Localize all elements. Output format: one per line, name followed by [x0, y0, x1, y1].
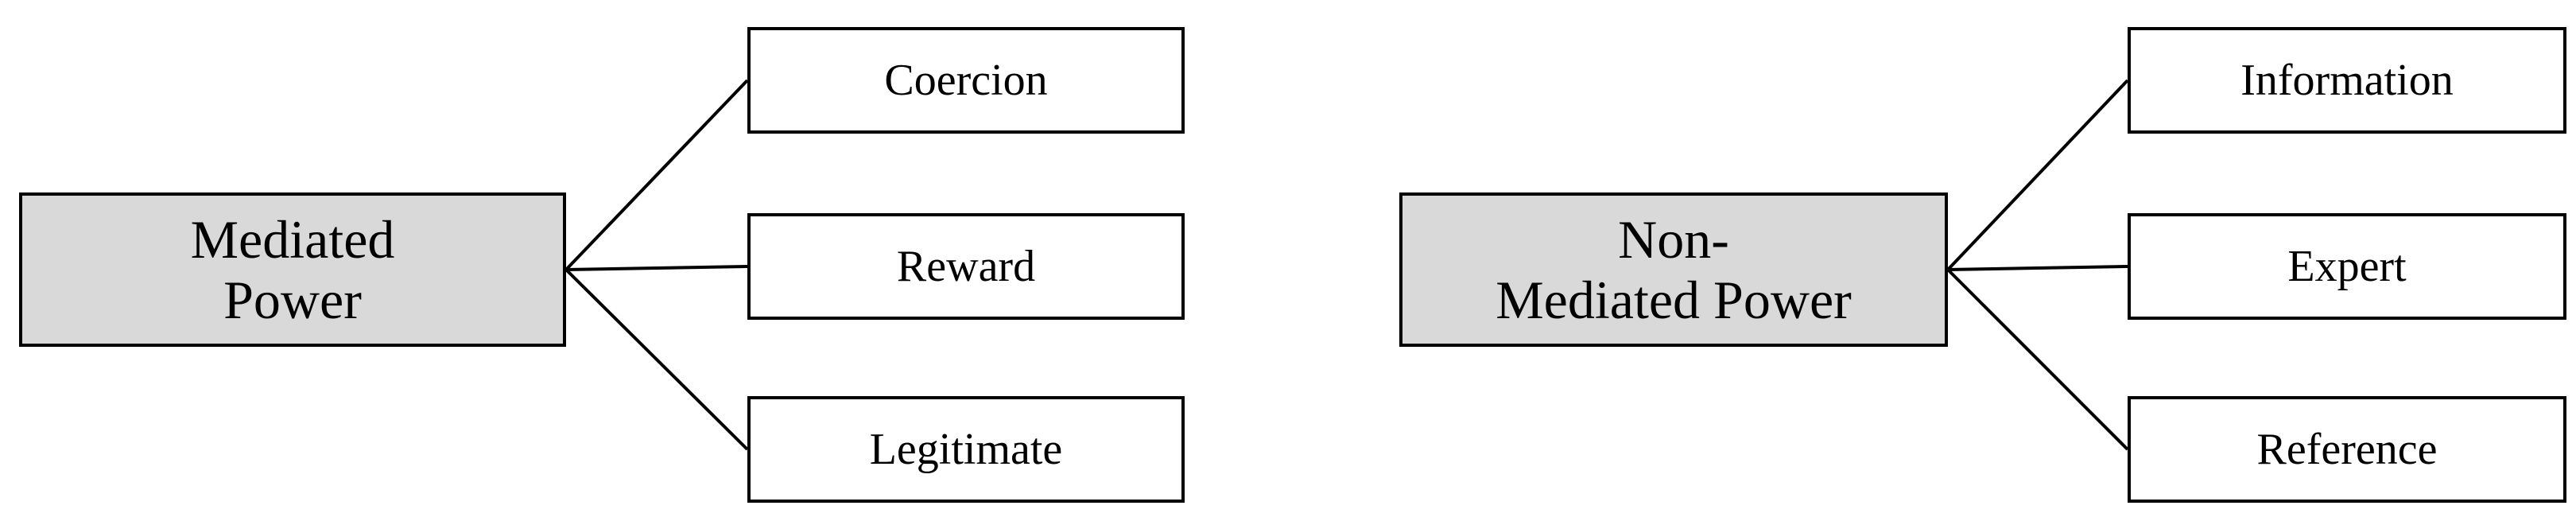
coercion-label: Coercion: [884, 56, 1048, 105]
non-mediated-power-box: Non- Mediated Power: [1399, 192, 1948, 347]
non-mediated-power-label-line-2: Mediated Power: [1496, 270, 1852, 330]
non-mediated-power-label: Non- Mediated Power: [1496, 209, 1852, 330]
reward-label: Reward: [896, 242, 1036, 291]
mediated-power-box: Mediated Power: [19, 192, 566, 347]
connector-mediated-legitimate: [564, 268, 749, 451]
connector-mediated-coercion: [564, 79, 749, 271]
information-label: Information: [2240, 56, 2454, 105]
mediated-power-label-line-1: Mediated: [190, 208, 395, 270]
reward-box: Reward: [747, 213, 1185, 320]
connector-nonmediated-information: [1946, 79, 2129, 271]
information-box: Information: [2128, 27, 2566, 134]
coercion-box: Coercion: [747, 27, 1185, 134]
reference-box: Reference: [2128, 396, 2566, 503]
connector-mediated-reward: [565, 265, 748, 271]
mediated-power-label: Mediated Power: [191, 209, 395, 330]
expert-box: Expert: [2128, 213, 2566, 320]
connector-nonmediated-expert: [1947, 265, 2128, 271]
non-mediated-power-label-line-1: Non-: [1618, 208, 1729, 270]
expert-label: Expert: [2287, 242, 2407, 291]
mediated-power-label-line-2: Power: [223, 270, 362, 330]
reference-label: Reference: [2256, 425, 2438, 474]
legitimate-box: Legitimate: [747, 396, 1185, 503]
connector-nonmediated-reference: [1946, 268, 2129, 451]
legitimate-label: Legitimate: [869, 425, 1063, 474]
